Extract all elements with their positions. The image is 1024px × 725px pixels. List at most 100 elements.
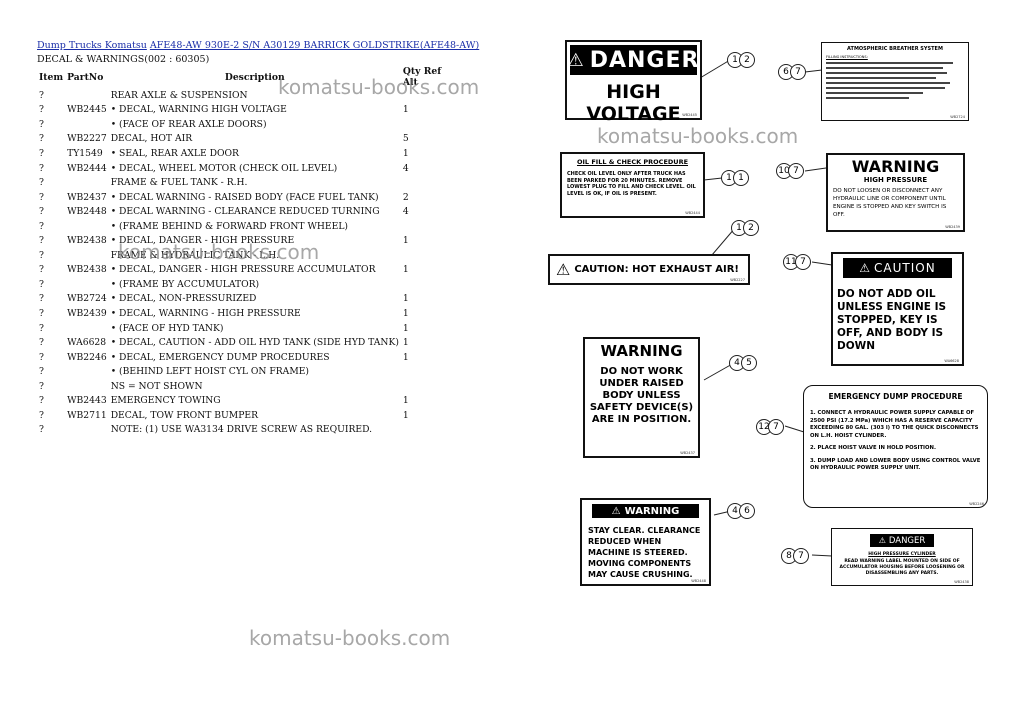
cell-description: • (BEHIND LEFT HOIST CYL ON FRAME) [110,366,310,378]
callout-qty: 6 [739,503,755,519]
decal-warning-high-pressure: WARNING HIGH PRESSURE DO NOT LOOSEN OR D… [826,153,965,232]
decal-body: READ WARNING LABEL MOUNTED ON SIDE OF AC… [839,559,965,576]
cell-item: ? [39,235,44,247]
cell-item: ? [39,89,44,101]
cell-description: FRAME & HYDRAULIC TANK - L.H. [110,249,280,261]
cell-partno: WB2445 [67,104,107,116]
decal-part-number: WA6628 [944,359,959,363]
decal-hot-exhaust-air: ⚠ CAUTION: HOT EXHAUST AIR! WB2227 [548,254,750,285]
breadcrumb: Dump Trucks Komatsu AFE48-AW 930E-2 S/N … [37,40,479,51]
cell-qty: 1 [402,104,409,116]
watermark-4: komatsu-books.com [249,626,451,650]
cell-description: • DECAL, NON-PRESSURIZED [110,293,257,305]
table-row: ?• (FACE OF REAR AXLE DOORS) [37,117,455,132]
table-row: ?WB2444• DECAL, WHEEL MOTOR (CHECK OIL L… [37,161,455,176]
decal-body: STAY CLEAR. CLEARANCE REDUCED WHEN MACHI… [588,526,701,579]
cell-item: ? [39,307,44,319]
callout-qty: 7 [795,254,811,270]
cell-item: ? [39,409,44,421]
decal-header: WARNING [851,157,940,176]
decal-header: DANGER [888,535,926,546]
cell-qty: 4 [402,206,409,218]
decal-body: HIGH VOLTAGE [586,81,681,125]
cell-item: ? [39,177,44,189]
table-row: ? REAR AXLE & SUSPENSION [37,88,455,103]
callout-qty: 7 [788,163,804,179]
table-row: ?• (FRAME BY ACCUMULATOR) [37,277,455,292]
decal-part-number: WB2444 [685,211,700,215]
cell-description: • DECAL WARNING - RAISED BODY (FACE FUEL… [110,191,379,203]
cell-item: ? [39,322,44,334]
cell-partno: WB2443 [67,395,107,407]
cell-description: DECAL, HOT AIR [110,133,193,145]
callout-qty: 7 [790,64,806,80]
table-row: ?WB2438• DECAL, DANGER - HIGH PRESSURE A… [37,263,455,278]
decal-part-number: WB2227 [730,278,745,282]
header-description: Description [224,71,285,83]
decal-atmospheric-breather: ATMOSPHERIC BREATHER SYSTEM FILLING INST… [821,42,969,121]
decal-body: DO NOT ADD OIL UNLESS ENGINE IS STOPPED,… [837,288,947,352]
cell-qty: 1 [402,351,409,363]
parts-table: Item PartNo Description Qty Ref Alt ? REA… [37,66,455,437]
header-qty-ref-alt: Qty Ref Alt [401,66,455,88]
table-row: ?• (BEHIND LEFT HOIST CYL ON FRAME) [37,364,455,379]
decal-step-3: 3. DUMP LOAD AND LOWER BODY USING CONTRO… [810,457,981,472]
decal-header: WARNING [600,342,683,360]
breadcrumb-link-category[interactable]: Dump Trucks Komatsu [37,40,147,51]
cell-description: • SEAL, REAR AXLE DOOR [110,147,239,159]
cell-description: • (FRAME BEHIND & FORWARD FRONT WHEEL) [110,220,349,232]
cell-description: • (FACE OF HYD TANK) [110,322,224,334]
warning-triangle-icon: ⚠ [611,505,621,517]
decal-fine-print [826,62,964,99]
table-header-row: Item PartNo Description Qty Ref Alt [37,66,455,88]
cell-description: REAR AXLE & SUSPENSION [110,89,248,101]
cell-description: DECAL, TOW FRONT BUMPER [110,409,259,421]
decal-subtitle: HIGH PRESSURE [863,176,928,184]
cell-qty: 1 [402,322,409,334]
cell-description: • DECAL, DANGER - HIGH PRESSURE ACCUMULA… [110,264,376,276]
cell-description: • DECAL, WARNING HIGH VOLTAGE [110,104,287,116]
cell-qty: 1 [402,293,409,305]
cell-description: • DECAL, WHEEL MOTOR (CHECK OIL LEVEL) [110,162,338,174]
decal-danger-high-voltage: ⚠ DANGER HIGH VOLTAGE WB2445 [565,40,702,125]
callout-qty: 5 [741,355,757,371]
cell-partno: TY1549 [67,147,103,159]
decal-caution-add-oil: ⚠ CAUTION DO NOT ADD OIL UNLESS ENGINE I… [831,252,964,366]
cell-description: NS = NOT SHOWN [110,380,203,392]
warning-triangle-icon: ⚠ [859,261,871,275]
decal-body: DO NOT LOOSEN OR DISCONNECT ANY HYDRAULI… [833,188,947,218]
cell-partno: WB2724 [67,293,107,305]
decal-step-1: 1. CONNECT A HYDRAULIC POWER SUPPLY CAPA… [810,410,979,439]
breadcrumb-link-model[interactable]: AFE48-AW 930E-2 S/N A30129 BARRICK GOLDS… [149,40,480,51]
watermark-3: komatsu-books.com [118,240,320,264]
callout-qty: 1 [733,170,749,186]
callout-qty: 2 [739,52,755,68]
cell-qty: 1 [402,409,409,421]
decal-emergency-dump-procedure: EMERGENCY DUMP PROCEDURE 1. CONNECT A HY… [803,385,988,508]
cell-partno: WB2448 [67,206,107,218]
warning-triangle-icon: ⚠ [556,260,571,279]
decal-body: CAUTION: HOT EXHAUST AIR! [574,264,739,275]
cell-partno: WB2439 [67,307,107,319]
warning-triangle-icon: ⚠ [878,536,886,545]
cell-item: ? [39,351,44,363]
cell-qty: 1 [402,307,409,319]
decal-part-number: WB2437 [680,451,695,455]
table-row: ?WB2448• DECAL WARNING - CLEARANCE REDUC… [37,204,455,219]
cell-item: ? [39,264,44,276]
decal-body: DO NOT WORK UNDER RAISED BODY UNLESS SAF… [589,366,694,425]
cell-qty: 1 [402,147,409,159]
cell-description: • DECAL WARNING - CLEARANCE REDUCED TURN… [110,206,380,218]
